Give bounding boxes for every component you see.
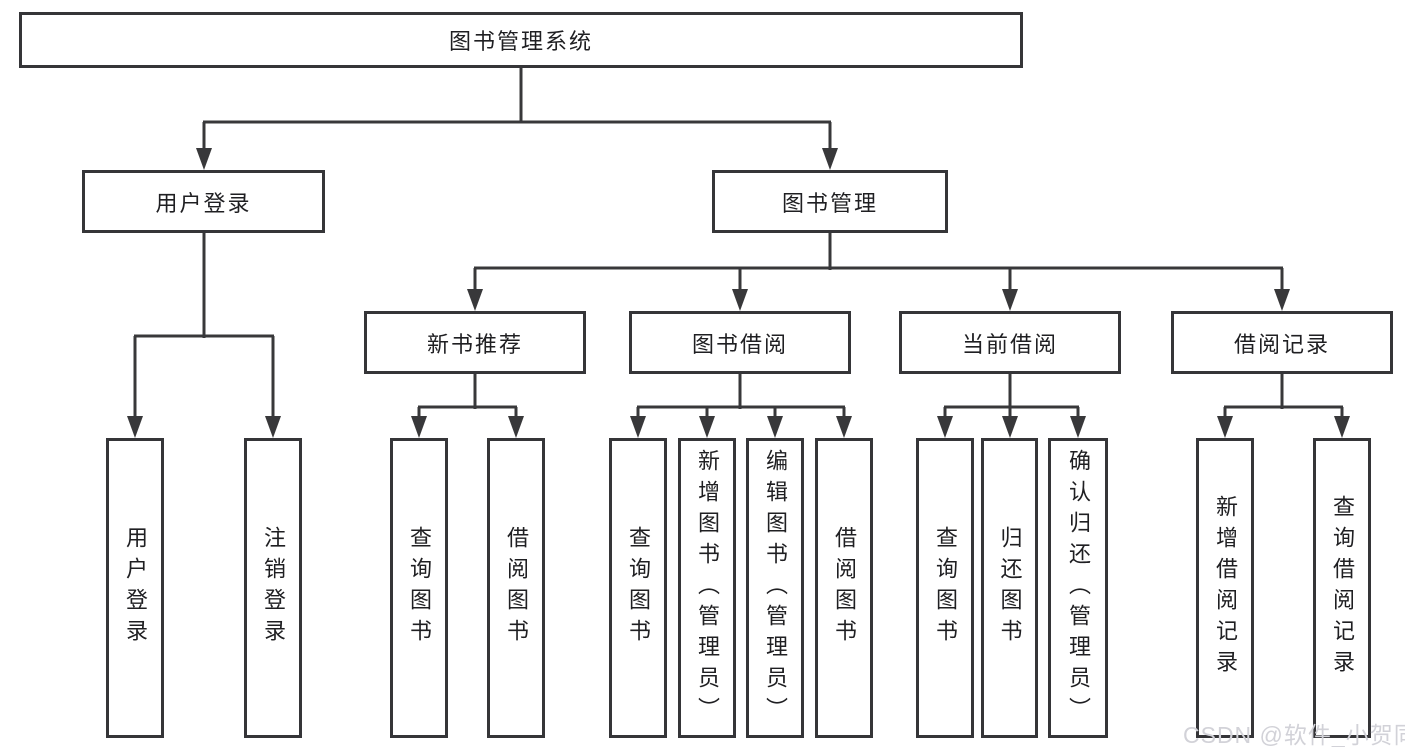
node-root: 图书管理系统	[19, 12, 1023, 68]
leaf-user-login-label: 用户登录	[123, 526, 148, 650]
arrowhead-down-icon	[1334, 416, 1350, 438]
node-book-management: 图书管理	[712, 170, 948, 233]
leaf-add-book-admin: 新增图书（管理员）	[678, 438, 736, 738]
arrowhead-down-icon	[699, 416, 715, 438]
leaf-query-borrow-record-label: 查询借阅记录	[1330, 495, 1355, 681]
arrowhead-down-icon	[127, 416, 143, 438]
arrowhead-down-icon	[467, 289, 483, 311]
leaf-logout-label: 注销登录	[261, 526, 286, 650]
arrowhead-down-icon	[265, 416, 281, 438]
leaf-edit-book-admin: 编辑图书（管理员）	[746, 438, 804, 738]
arrowhead-down-icon	[1070, 416, 1086, 438]
arrowhead-down-icon	[411, 416, 427, 438]
leaf-add-borrow-record-label: 新增借阅记录	[1213, 495, 1238, 681]
node-new-book-recommend-label: 新书推荐	[426, 331, 523, 357]
node-current-borrowing: 当前借阅	[899, 311, 1121, 374]
node-user-login-label: 用户登录	[155, 190, 252, 216]
leaf-query-book-borrowing-label: 查询图书	[626, 526, 651, 650]
node-book-management-label: 图书管理	[781, 190, 878, 216]
leaf-return-book: 归还图书	[981, 438, 1038, 738]
arrowhead-down-icon	[1217, 416, 1233, 438]
leaf-query-borrow-record: 查询借阅记录	[1313, 438, 1371, 738]
arrowhead-down-icon	[822, 148, 838, 170]
arrowhead-down-icon	[937, 416, 953, 438]
leaf-borrow-book-recommend: 借阅图书	[487, 438, 545, 738]
leaf-edit-book-admin-label: 编辑图书（管理员）	[763, 448, 788, 728]
arrowhead-down-icon	[196, 148, 212, 170]
arrowhead-down-icon	[767, 416, 783, 438]
leaf-borrow-book-borrowing: 借阅图书	[815, 438, 873, 738]
leaf-add-book-admin-label: 新增图书（管理员）	[695, 448, 720, 728]
node-root-label: 图书管理系统	[448, 29, 593, 54]
arrowhead-down-icon	[1002, 416, 1018, 438]
node-current-borrowing-label: 当前借阅	[961, 331, 1058, 357]
node-borrowing-records-label: 借阅记录	[1233, 331, 1330, 357]
leaf-return-book-label: 归还图书	[997, 526, 1023, 650]
arrowhead-down-icon	[836, 416, 852, 438]
leaf-query-book-recommend: 查询图书	[390, 438, 448, 738]
node-book-borrowing-label: 图书借阅	[691, 331, 788, 357]
leaf-query-book-borrowing: 查询图书	[609, 438, 667, 738]
leaf-confirm-return-admin: 确认归还（管理员）	[1048, 438, 1108, 738]
csdn-watermark: CSDN @软件_小贺同学	[1183, 722, 1405, 747]
leaf-query-book-current-label: 查询图书	[933, 526, 958, 650]
leaf-confirm-return-admin-label: 确认归还（管理员）	[1066, 448, 1091, 728]
leaf-borrow-book-borrowing-label: 借阅图书	[832, 526, 857, 650]
leaf-query-book-current: 查询图书	[916, 438, 974, 738]
leaf-query-book-recommend-label: 查询图书	[407, 526, 432, 650]
node-book-borrowing: 图书借阅	[629, 311, 851, 374]
arrowhead-down-icon	[1002, 289, 1018, 311]
leaf-user-login: 用户登录	[106, 438, 164, 738]
node-borrowing-records: 借阅记录	[1171, 311, 1393, 374]
node-new-book-recommend: 新书推荐	[364, 311, 586, 374]
arrowhead-down-icon	[508, 416, 524, 438]
arrowhead-down-icon	[732, 289, 748, 311]
leaf-logout: 注销登录	[244, 438, 302, 738]
leaf-borrow-book-recommend-label: 借阅图书	[504, 526, 529, 650]
arrowhead-down-icon	[1274, 289, 1290, 311]
leaf-add-borrow-record: 新增借阅记录	[1196, 438, 1254, 738]
arrowhead-down-icon	[630, 416, 646, 438]
node-user-login: 用户登录	[82, 170, 325, 233]
